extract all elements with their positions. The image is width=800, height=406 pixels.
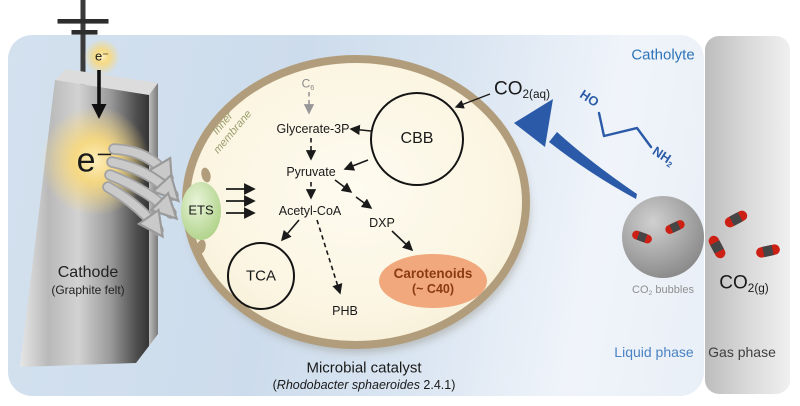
microbial-catalyst-title: Microbial catalyst [306, 359, 422, 377]
co2-aq-label: CO2(aq) [494, 79, 550, 102]
gas-phase-panel [705, 36, 790, 394]
membrane-pore-top [201, 167, 211, 183]
ets-complex [181, 182, 221, 240]
carotenoids-line1: Carotenoids [393, 266, 473, 282]
cathode-subtitle: (Graphite felt) [51, 283, 125, 298]
carotenoids-label: Carotenoids (~ C40) [394, 266, 473, 296]
co2-molecule [632, 230, 652, 244]
co2-bubbles-subscript: 2 [648, 290, 653, 298]
carotenoids-bubble [379, 254, 487, 308]
cbb-cycle-circle [370, 92, 464, 186]
co2-aq-formula: CO [494, 78, 523, 100]
co2-gas-subscript: 2(g) [747, 281, 769, 295]
ets-electron-arrows [226, 183, 256, 219]
tca-label: TCA [246, 267, 276, 285]
co2-molecule [724, 210, 748, 228]
co2-gas-formula: CO [719, 272, 748, 294]
electron-glow-large [40, 106, 150, 216]
co2-gas-label: CO2(g) [719, 273, 768, 296]
pathway-arrows [280, 92, 491, 295]
co2-bubbles-formula: CO [632, 284, 649, 297]
ethanolamine-bonds [597, 111, 653, 149]
co2-molecule [665, 220, 685, 234]
cathode-title: Cathode [57, 263, 119, 281]
tca-cycle-circle [227, 242, 295, 310]
co2-dissolution-arrow [514, 99, 637, 199]
catholyte-label: Catholyte [631, 46, 695, 64]
dxp-label: DXP [369, 215, 395, 230]
liquid-phase-label: Liquid phase [614, 343, 694, 360]
c6-symbol: C [301, 76, 311, 91]
electron-transfer-arrows [102, 143, 181, 239]
strain-number: 2.4.1) [419, 377, 456, 392]
c6-subscript: 6 [310, 82, 315, 92]
species-name: Rhodobacter sphaeroides [276, 377, 420, 392]
co2-molecule [708, 235, 726, 259]
membrane-pore-bottom [196, 239, 206, 255]
co2-aq-subscript: 2(aq) [522, 87, 550, 101]
ets-label: ETS [188, 202, 214, 218]
co2-bubbles-label: CO2 bubbles [632, 284, 694, 298]
electron-flow-down-arrow [91, 70, 107, 119]
glycerate-3p-label: Glycerate-3P [276, 121, 350, 136]
electron-glow-small [84, 39, 120, 75]
co2-molecule [756, 244, 780, 258]
subtitle-paren: ( [272, 377, 277, 392]
electron-label-large: e⁻ [76, 141, 114, 180]
carotenoids-line2: (~ C40) [411, 281, 455, 296]
cbb-label: CBB [400, 129, 434, 147]
co2-molecules [632, 210, 780, 259]
electron-label-small: e⁻ [94, 48, 110, 64]
microbial-catalyst-subtitle: (Rhodobacter sphaeroides 2.4.1) [273, 378, 456, 392]
pyruvate-label: Pyruvate [286, 164, 336, 179]
co2-bubble-sphere [622, 196, 704, 278]
phb-label: PHB [332, 303, 358, 318]
co2-bubbles-word: bubbles [652, 284, 694, 297]
c6-label: C6 [301, 76, 315, 93]
power-supply-symbol [57, 0, 109, 103]
gas-phase-label: Gas phase [708, 343, 776, 360]
acetyl-coa-label: Acetyl-CoA [278, 203, 342, 218]
